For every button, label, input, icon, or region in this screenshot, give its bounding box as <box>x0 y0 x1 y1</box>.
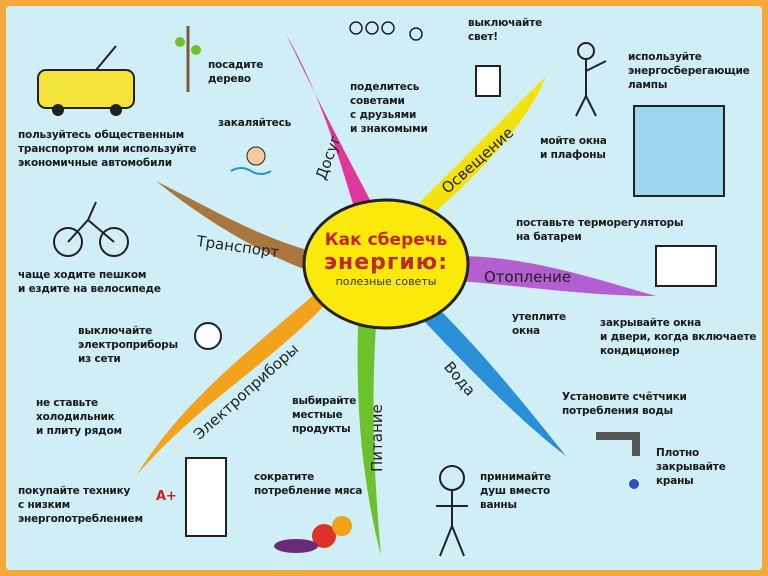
tip-meters: Установите счётчики потребления воды <box>562 391 687 417</box>
tip-fridge: не ставьте холодильник и плиту рядом <box>36 397 122 437</box>
energy-class-label: A+ <box>156 489 177 504</box>
tip-windows: мойте окна и плафоны <box>540 135 607 161</box>
subtitle: полезные советы <box>335 275 437 288</box>
tip-insulate: утеплите окна <box>512 311 566 337</box>
tip-thermo: поставьте терморегуляторы на батареи <box>516 217 684 243</box>
friends-icon <box>349 21 423 41</box>
center-bubble <box>302 198 470 330</box>
radiator-icon <box>655 245 717 287</box>
branch-transport <box>156 181 311 271</box>
branch-lighting <box>416 76 546 216</box>
shower-stickman-icon <box>436 465 468 557</box>
plug-bulb-icon <box>194 322 222 350</box>
tip-taps: Плотно закрывайте краны <box>656 447 726 487</box>
tip-lamps: используйте энергосберегающие лампы <box>628 51 750 91</box>
tree-icon <box>175 26 201 92</box>
mind-map-branches <box>37 21 725 557</box>
title-line2: энергию: <box>323 250 448 275</box>
tip-close-doors: закрывайте окна и двери, когда включаете… <box>600 317 757 357</box>
branch-food <box>357 324 381 556</box>
stickman-lamp-icon <box>575 42 607 117</box>
center-title: Как сберечь энергию: полезные советы <box>306 202 466 326</box>
fridge-icon <box>185 457 227 537</box>
swimmer-icon <box>230 146 272 175</box>
vegetables-icon <box>274 516 352 553</box>
tip-walk: чаще ходите пешком и ездите на велосипед… <box>18 269 161 295</box>
branch-label-heating: Отопление <box>484 268 572 286</box>
branch-water <box>424 306 566 456</box>
tip-transport: пользуйтесь общественным транспортом или… <box>18 129 197 169</box>
bus-icon <box>37 45 135 116</box>
title-line1: Как сберечь <box>324 230 448 250</box>
tip-shower: принимайте душ вместо ванны <box>480 471 551 511</box>
bicycle-icon <box>53 201 129 257</box>
tap-icon <box>596 432 640 489</box>
tip-plant-tree: посадите дерево <box>208 59 264 85</box>
tip-harden: закаляйтесь <box>218 117 292 129</box>
branch-heating <box>456 256 656 296</box>
window-icon <box>633 105 725 197</box>
tip-meat: сократите потребление мяса <box>254 471 363 497</box>
branch-appliances <box>136 291 324 476</box>
tip-unplug: выключайте электроприборы из сети <box>78 325 178 365</box>
infographic: Как сберечь энергию: полезные советы Дос… <box>6 6 762 570</box>
branch-leisure <box>286 34 376 214</box>
light-switch-icon <box>475 65 501 97</box>
branch-label-food: Питание <box>368 404 386 472</box>
tip-low-energy: покупайте технику с низким энергопотребл… <box>18 485 143 525</box>
tip-share: поделитесь советами с друзьями и знакомы… <box>350 81 428 135</box>
tip-lights-off: выключайте свет! <box>468 17 543 43</box>
tip-local: выбирайте местные продукты <box>292 395 357 435</box>
